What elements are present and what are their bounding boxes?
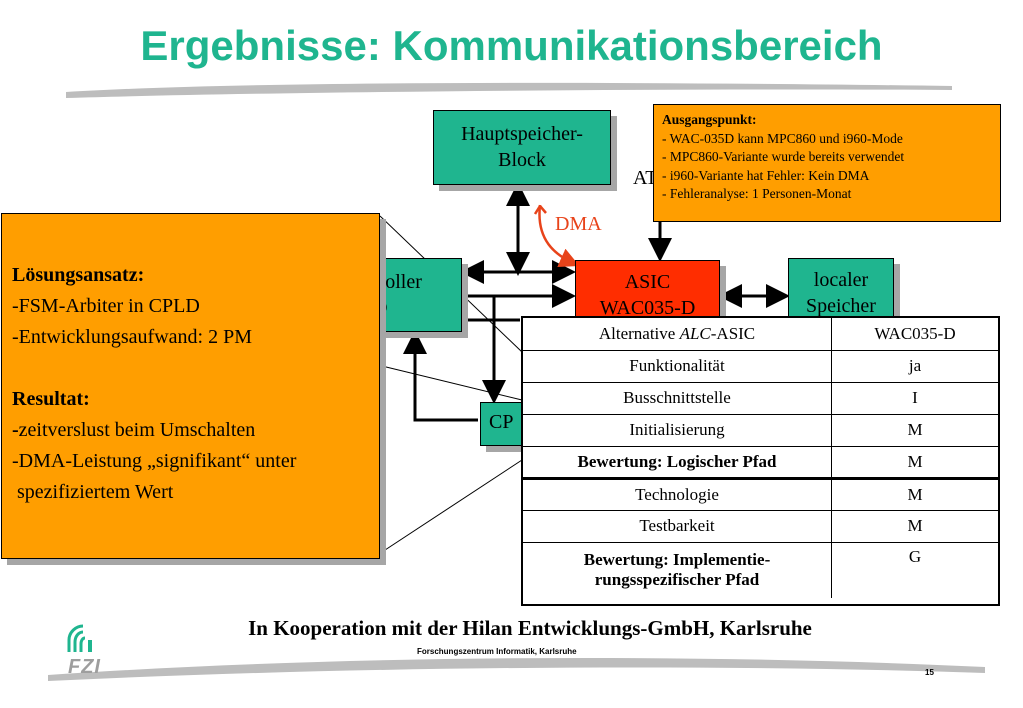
table-row: Initialisierung M: [523, 414, 998, 447]
table-cell-value: M: [831, 446, 998, 480]
footer-institute: Forschungszentrum Informatik, Karlsruhe: [417, 647, 577, 656]
table-cell-label: Bewertung: Implementie- rungsspezifische…: [523, 542, 832, 598]
resultat-line-text: zeitverslust beim Umschalten: [18, 419, 256, 441]
kooperation-text: In Kooperation mit der Hilan Entwicklung…: [248, 616, 812, 640]
fzi-logo-icon: [67, 624, 92, 652]
hauptspeicher-label: Hauptspeicher- Block: [461, 123, 583, 171]
asic-label: ASIC WAC035-D: [599, 271, 696, 319]
table-cell-label: Busschnittstelle: [523, 382, 832, 415]
controller-label: troller D: [373, 271, 422, 319]
local-memory-block: localer Speicher: [788, 258, 894, 322]
dma-label: DMA: [555, 213, 602, 235]
table-cell-label: Funktionalität: [523, 350, 832, 383]
page-number: 15: [925, 668, 934, 677]
table-cell-value: ja: [831, 350, 998, 383]
cpu-controller-arrow: [403, 330, 478, 422]
callout-line-bottom: [381, 459, 523, 553]
local-memory-label: localer Speicher: [806, 269, 876, 317]
table-row: Funktionalität ja: [523, 350, 998, 383]
table-header-label: Alternative ALC-ASIC: [523, 318, 832, 351]
fzi-logo-text: FZI: [68, 656, 101, 678]
ausgangspunkt-box: Ausgangspunkt: - WAC-035D kann MPC860 un…: [653, 104, 1001, 222]
title-underline: [66, 82, 952, 98]
page-title: Ergebnisse: Kommunikationsbereich: [140, 22, 883, 69]
table-cell-label: Technologie: [523, 478, 832, 511]
table-row: Testbarkeit M: [523, 510, 998, 543]
table-row: Bewertung: Implementie- rungsspezifische…: [523, 542, 998, 598]
cpu-label: CP: [489, 411, 514, 433]
loesung-line: -zeitverslust beim Umschalten: [12, 415, 369, 446]
table-row: Bewertung: Logischer Pfad M: [523, 446, 998, 480]
hauptspeicher-block: Hauptspeicher- Block: [433, 110, 611, 185]
table-cell-label: Bewertung: Logischer Pfad: [523, 446, 832, 480]
table-cell-value: M: [831, 510, 998, 543]
loesung-line: -Entwicklungsaufwand: 2 PM: [12, 326, 252, 348]
header-suffix: -ASIC: [710, 323, 756, 343]
controller-block: troller D: [372, 258, 462, 332]
table-cell-value: G: [908, 546, 922, 566]
table-cell-label: Testbarkeit: [523, 510, 832, 543]
callout-line-mid: [381, 365, 523, 401]
table-row: Busschnittstelle I: [523, 382, 998, 415]
table-cell-value: I: [831, 382, 998, 415]
table-header-row: Alternative ALC-ASIC WAC035-D: [523, 318, 998, 351]
ausgangspunkt-heading: Ausgangspunkt:: [662, 112, 757, 127]
resultat-heading: Resultat:: [12, 388, 90, 410]
table-cell-value: M: [831, 414, 998, 447]
footer-swoosh: [48, 657, 985, 681]
header-prefix: Alternative: [598, 323, 680, 343]
evaluation-table: Alternative ALC-ASIC WAC035-D Funktional…: [521, 316, 1000, 606]
at-label: AT: [633, 167, 658, 189]
ausgangspunkt-line: - MPC860-Variante wurde bereits verwende…: [662, 149, 905, 164]
table-cell-label: Initialisierung: [523, 414, 832, 447]
ausgangspunkt-line: - Fehleranalyse: 1 Personen-Monat: [662, 186, 852, 201]
loesungsansatz-heading: Lösungsansatz:: [12, 264, 145, 286]
resultat-dash: -: [12, 419, 19, 441]
loesung-line: -DMA-Leistung „signifikant“ unter: [12, 450, 297, 472]
loesung-line: -FSM-Arbiter in CPLD: [12, 295, 200, 317]
loesung-line: spezifiziertem Wert: [12, 481, 174, 503]
table-cell-value: M: [831, 478, 998, 511]
table-header-value: WAC035-D: [831, 318, 998, 351]
table-row: Technologie M: [523, 478, 998, 511]
asic-block: ASIC WAC035-D: [575, 260, 720, 320]
header-italic: ALC: [679, 323, 711, 343]
dma-arrow: [538, 204, 580, 267]
ausgangspunkt-line: - WAC-035D kann MPC860 und i960-Mode: [662, 130, 903, 146]
loesungsansatz-box: Lösungsansatz: -FSM-Arbiter in CPLD -Ent…: [1, 213, 380, 559]
ausgangspunkt-line: - i960-Variante hat Fehler: Kein DMA: [662, 167, 870, 183]
cpu-block: CP: [480, 402, 528, 446]
